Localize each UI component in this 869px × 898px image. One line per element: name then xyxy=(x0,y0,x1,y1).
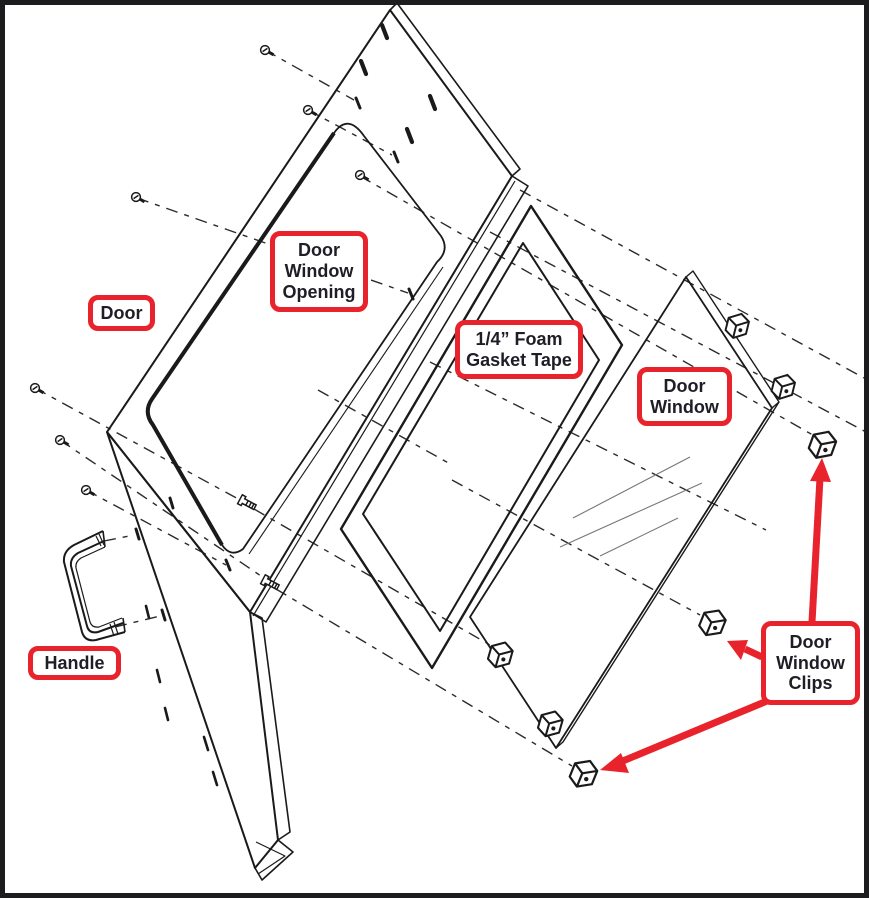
screw-icon xyxy=(130,191,146,204)
screw-icon xyxy=(259,44,275,57)
screw-icon xyxy=(80,484,96,497)
clip-icon xyxy=(770,373,796,400)
label-door-text: Door xyxy=(100,302,143,323)
hole-marks xyxy=(134,96,415,622)
label-foam-gasket-tape: 1/4” Foam Gasket Tape xyxy=(455,320,583,379)
label-door-window-opening: Door Window Opening xyxy=(270,231,368,312)
screws-loose xyxy=(29,44,370,497)
door-window-clips-group xyxy=(486,312,838,788)
clip-icon xyxy=(486,641,514,669)
label-door: Door xyxy=(88,295,155,331)
label-handle-text: Handle xyxy=(44,652,105,673)
label-handle: Handle xyxy=(28,646,121,680)
clip-icon xyxy=(568,759,599,788)
door-handle xyxy=(62,530,126,642)
label-door-window-opening-text: Door Window Opening xyxy=(282,240,356,302)
clip-icon xyxy=(698,609,727,637)
hinge-edge-slots xyxy=(144,604,219,787)
screw-icon xyxy=(54,434,70,447)
label-door-window: Door Window xyxy=(637,367,732,426)
screw-icon xyxy=(302,104,318,117)
screws-inserted xyxy=(236,493,281,591)
label-door-window-clips: Door Window Clips xyxy=(761,621,860,705)
label-door-window-clips-text: Door Window Clips xyxy=(776,631,845,694)
door-panel xyxy=(106,2,529,881)
door-slot-holes xyxy=(358,22,438,145)
label-door-window-text: Door Window xyxy=(650,375,719,417)
clip-icon xyxy=(724,312,750,339)
callout-arrows xyxy=(600,458,831,773)
label-foam-gasket-tape-text: 1/4” Foam Gasket Tape xyxy=(466,328,572,370)
screw-side-icon xyxy=(259,573,281,591)
screw-icon xyxy=(354,169,370,182)
clip-icon xyxy=(807,430,838,459)
clip-icon xyxy=(536,710,564,738)
screw-icon xyxy=(29,382,45,395)
screw-side-icon xyxy=(236,493,258,511)
